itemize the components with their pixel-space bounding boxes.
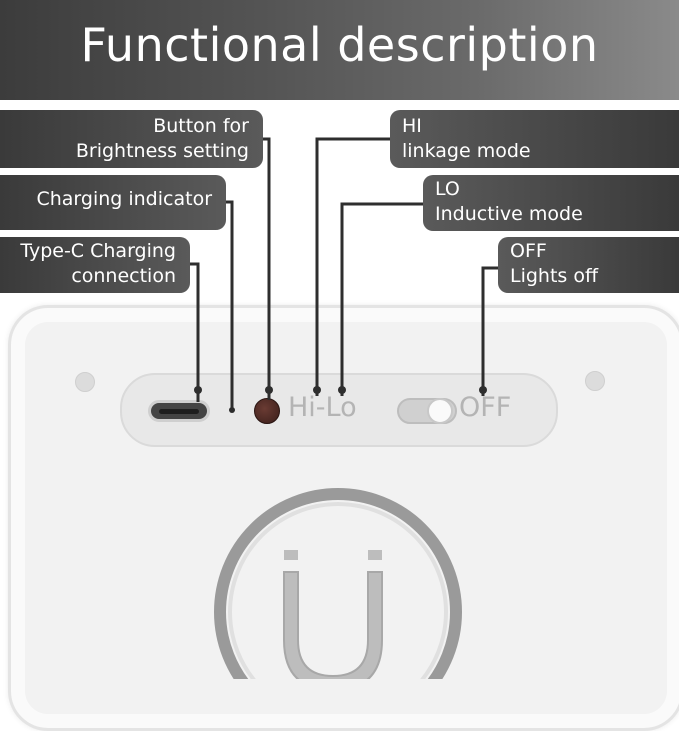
page-title: Functional description: [80, 18, 599, 72]
dot-hi: [313, 386, 321, 394]
label-line: Lights off: [510, 265, 599, 287]
port-slot: [159, 409, 199, 414]
dot-off: [479, 386, 487, 394]
label-line: Brightness setting: [75, 140, 249, 162]
brightness-button[interactable]: [254, 398, 280, 424]
leader-hi: [315, 137, 390, 396]
label-line: Inductive mode: [435, 203, 583, 225]
label-line: Charging indicator: [36, 188, 212, 210]
label-hi: HI linkage mode: [390, 110, 679, 168]
dot-lo: [338, 386, 346, 394]
label-line: OFF: [510, 240, 547, 262]
off-text: OFF: [459, 392, 512, 423]
leader-type-c: [190, 262, 200, 402]
dot-type-c: [194, 386, 202, 394]
label-line: Button for: [153, 115, 249, 137]
label-brightness-button: Button for Brightness setting: [0, 110, 263, 168]
charging-indicator-led: [229, 407, 235, 413]
label-line: connection: [71, 265, 176, 287]
hi-lo-text: Hi-Lo: [288, 392, 357, 423]
leader-lines: [190, 137, 498, 679]
label-line: LO: [435, 178, 460, 200]
mode-switch[interactable]: [397, 398, 457, 424]
leader-brightness: [263, 137, 271, 400]
logo-icon: [214, 488, 462, 679]
header-banner: Functional description: [0, 0, 679, 100]
screw-left: [75, 372, 95, 392]
dot-brightness: [265, 386, 273, 394]
label-lo: LO Inductive mode: [423, 175, 679, 231]
leader-charging: [226, 200, 234, 408]
label-type-c: Type-C Charging connection: [0, 237, 190, 293]
label-line: HI: [402, 115, 422, 137]
label-charging-indicator: Charging indicator: [0, 175, 226, 230]
label-off: OFF Lights off: [498, 237, 679, 293]
leader-off: [481, 266, 498, 396]
label-line: Type-C Charging: [20, 240, 176, 262]
switch-knob[interactable]: [427, 398, 453, 424]
type-c-port[interactable]: [148, 400, 210, 422]
leader-lo: [340, 202, 423, 396]
label-line: linkage mode: [402, 140, 531, 162]
screw-right: [585, 371, 605, 391]
